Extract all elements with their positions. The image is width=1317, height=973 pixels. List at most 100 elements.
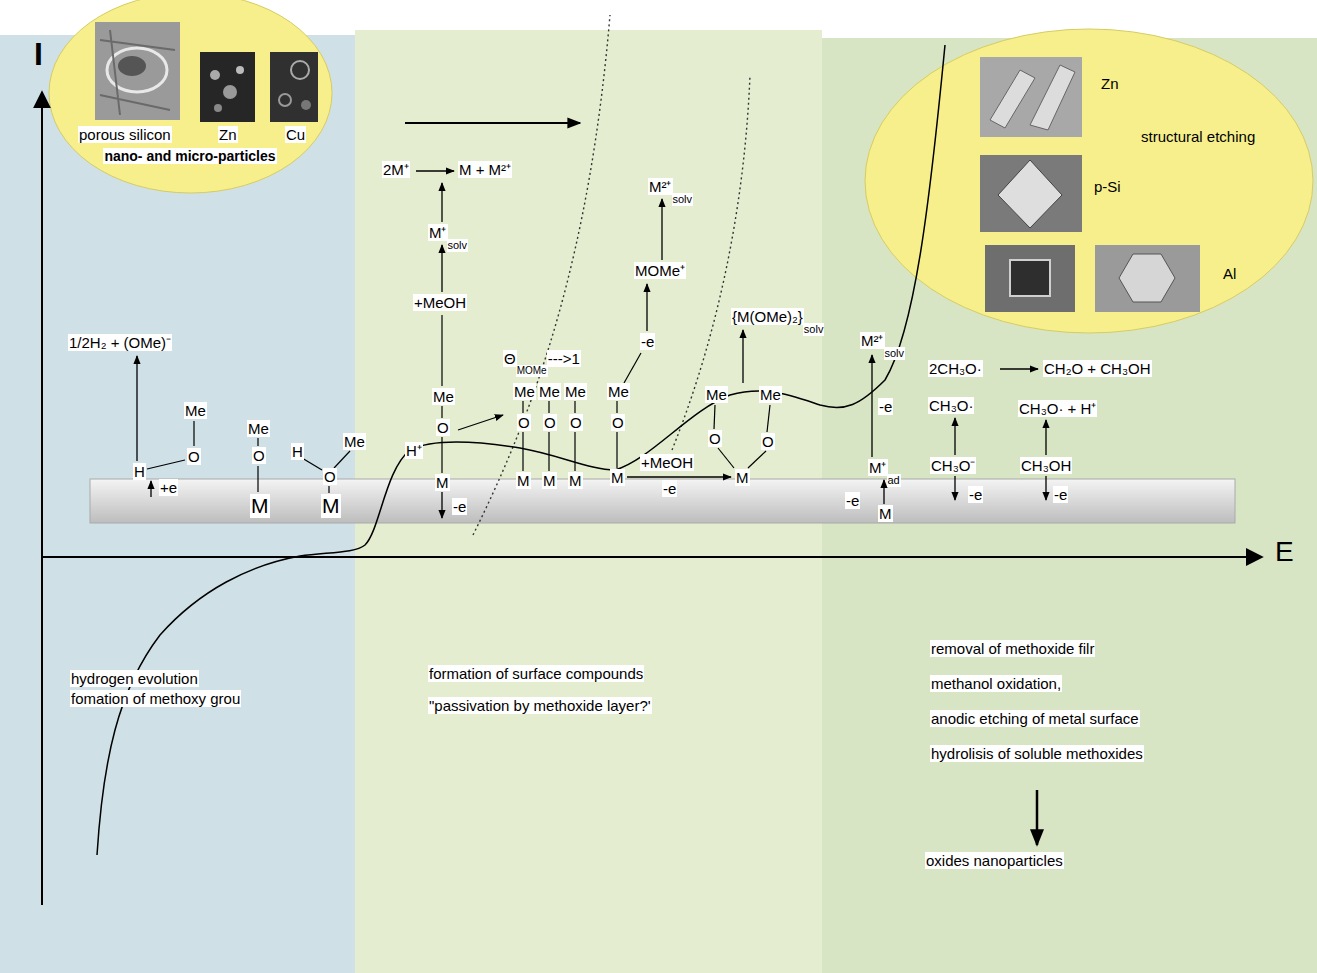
label-slot: -e <box>1053 486 1068 504</box>
subscript-label: ad <box>887 474 901 487</box>
label-slot: M <box>568 472 583 490</box>
bond-line <box>147 315 770 493</box>
micrograph <box>279 94 291 106</box>
label-slot: O <box>436 419 450 437</box>
bond-line <box>522 432 523 471</box>
species-label: -e <box>878 398 893 415</box>
label-slot: Me <box>432 388 455 406</box>
species-label: -e <box>1053 486 1068 503</box>
label-slot: -e <box>878 398 893 416</box>
species-label: --->1 <box>547 350 581 367</box>
species-label: H⁺ <box>405 442 423 459</box>
species-label: -e <box>662 480 677 497</box>
species-label: M <box>435 474 450 491</box>
species-label: M <box>542 472 557 489</box>
subscript-label: solv <box>884 347 906 360</box>
bond-line <box>767 405 770 432</box>
axis <box>41 92 43 905</box>
ellipse-outline <box>865 29 1313 333</box>
reaction-arrow <box>405 122 580 124</box>
node-text: porous silicon <box>78 126 172 143</box>
species-label: Θ <box>503 350 517 367</box>
electrode-bar <box>90 479 1235 523</box>
species-label: CH₃O· + H⁺ <box>1018 400 1097 417</box>
label-slot: O <box>708 430 722 448</box>
micrograph <box>100 30 175 115</box>
text-slot: Zn <box>1100 75 1120 93</box>
species-label: H <box>291 443 304 460</box>
reaction-arrow <box>1045 420 1046 455</box>
reaction-arrow <box>646 284 647 331</box>
label-slot: CH₃O· + H⁺ <box>1018 400 1097 418</box>
species-label: M <box>735 469 750 486</box>
label-slot: MOMe <box>516 360 548 378</box>
bond-line <box>441 437 442 473</box>
bond-line <box>441 315 442 386</box>
boundary-dotted <box>473 15 750 535</box>
text-slot: Al <box>1222 265 1237 283</box>
label-slot: M²⁺ <box>648 178 673 196</box>
bond-line <box>522 401 523 413</box>
label-slot: -e <box>452 498 467 516</box>
species-label: Me <box>432 388 455 405</box>
label-slot: O <box>543 414 557 432</box>
text-slot: p-Si <box>1093 178 1122 196</box>
text-slot: removal of methoxide filr <box>930 640 1095 658</box>
species-label: M <box>568 472 583 489</box>
species-label: -e <box>640 333 655 350</box>
label-slot: M⁺ <box>868 459 888 477</box>
species-label: CH₃O· <box>928 397 974 414</box>
electrode-bar <box>90 479 1235 523</box>
label-slot: CH₂O + CH₃OH <box>1043 360 1152 378</box>
bond-line <box>302 458 322 470</box>
label-slot: O <box>517 414 531 432</box>
label-slot: M <box>435 474 450 492</box>
species-label: I <box>33 36 44 73</box>
reaction-arrow <box>954 418 955 455</box>
reaction-arrow <box>883 480 884 504</box>
label-slot: Me <box>705 386 728 404</box>
label-slot: O <box>323 468 337 486</box>
species-label: Me <box>538 383 561 400</box>
bond-line <box>257 438 258 446</box>
label-slot: solv <box>803 319 825 337</box>
label-slot: ad <box>887 470 901 488</box>
species-label: Me <box>607 383 630 400</box>
text-slot: structural etching <box>1140 128 1256 146</box>
species-label: CH₃OH <box>1020 457 1072 474</box>
reaction-arrow <box>1045 476 1046 500</box>
species-label: O <box>252 447 266 464</box>
micrograph <box>95 22 180 120</box>
label-slot: Θ <box>503 350 517 368</box>
bond-line <box>616 401 617 413</box>
text-slot: Cu <box>285 126 306 144</box>
label-slot: H⁺ <box>405 442 423 460</box>
text-slot: hydrolisis of soluble methoxides <box>930 745 1144 763</box>
species-label: CH₃O⁻ <box>930 457 976 474</box>
species-label: Me <box>759 386 782 403</box>
label-slot: +MeOH <box>413 294 467 312</box>
text-slot: fomation of methoxy grou <box>70 690 241 708</box>
node-text: Al <box>1222 265 1237 282</box>
species-label: M <box>878 505 893 522</box>
label-slot: +MeOH <box>640 454 694 472</box>
bond-line <box>714 405 715 429</box>
label-slot: -e <box>845 492 860 510</box>
micrograph <box>291 61 309 79</box>
label-slot: solv <box>672 189 694 207</box>
label-slot: M <box>321 494 341 518</box>
label-slot: -e <box>662 480 677 498</box>
label-slot: O <box>252 447 266 465</box>
bond-line <box>193 421 194 446</box>
label-slot: Me <box>343 433 366 451</box>
species-label: O <box>323 468 337 485</box>
species-label: CH₂O + CH₃OH <box>1043 360 1152 377</box>
species-label: Me <box>343 433 366 450</box>
label-slot: --->1 <box>547 350 581 368</box>
ellipse-outline <box>49 0 332 193</box>
label-slot: M <box>542 472 557 490</box>
node-text: removal of methoxide filr <box>930 640 1095 657</box>
species-label: M <box>250 494 270 518</box>
species-label: -e <box>452 498 467 515</box>
